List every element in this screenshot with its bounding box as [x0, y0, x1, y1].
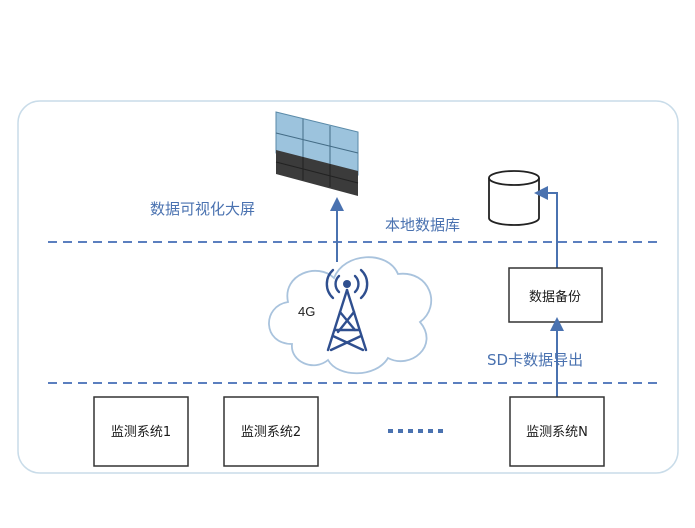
- backup-label: 数据备份: [529, 289, 581, 305]
- system-label-n: 监测系统N: [526, 425, 588, 440]
- cell-tower-icon: [325, 268, 369, 352]
- video-wall-icon: [275, 111, 359, 196]
- network-label: 4G: [298, 304, 315, 319]
- sd-export-label: SD卡数据导出: [487, 351, 583, 369]
- local-db-label: 本地数据库: [385, 216, 460, 234]
- system-label-1: 监测系统1: [111, 425, 171, 440]
- system-box-1: [93, 396, 189, 467]
- backup-box: [508, 267, 603, 323]
- database-cylinder-icon: [488, 170, 540, 226]
- big-screen-label: 数据可视化大屏: [150, 200, 255, 218]
- system-label-2: 监测系统2: [241, 425, 301, 440]
- arrow-to-db: [534, 186, 558, 268]
- system-box-2: [223, 396, 319, 467]
- system-box-n: [509, 396, 605, 467]
- ellipsis-dots: [388, 429, 443, 433]
